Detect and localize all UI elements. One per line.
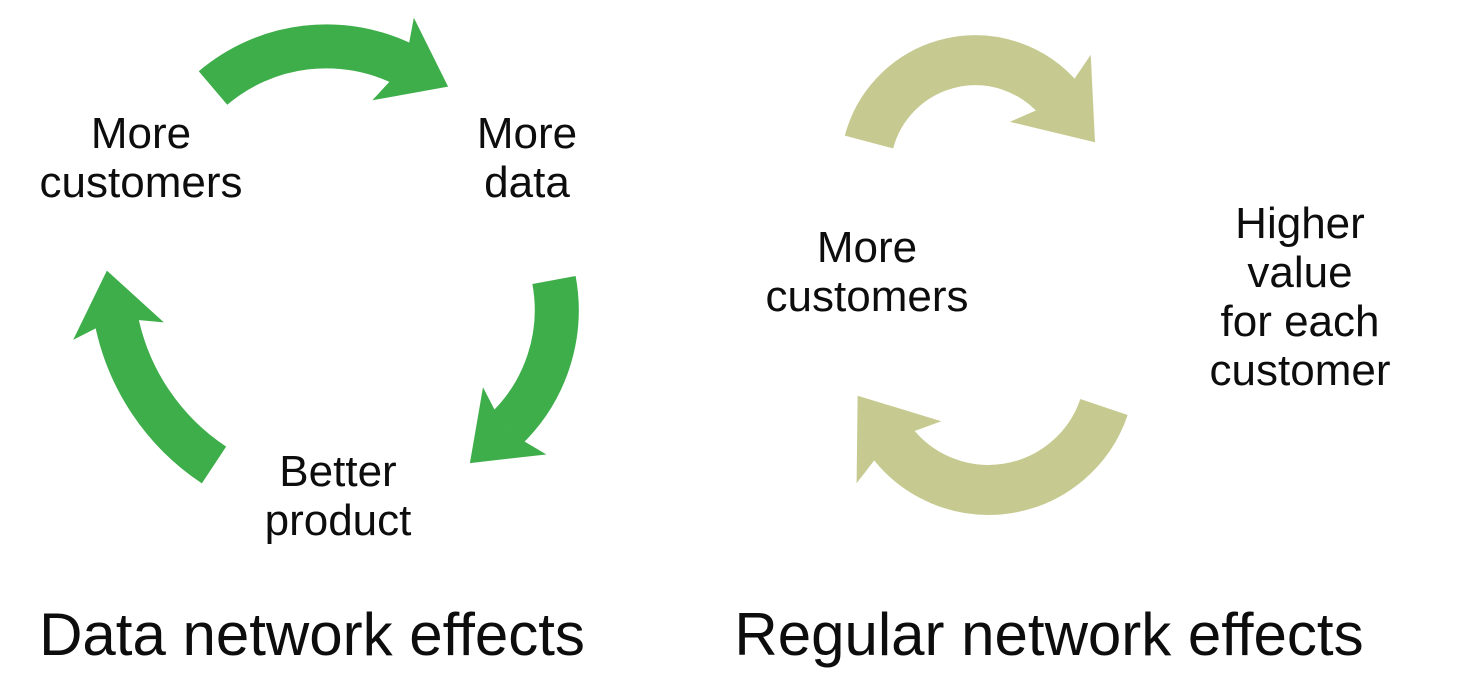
right-diagram-title: Regular network effects: [734, 601, 1364, 668]
left-diagram-title: Data network effects: [39, 601, 585, 668]
node-better-product: Better product: [264, 447, 412, 545]
arrow-more-data-to-better-product: [469, 276, 579, 464]
node-higher-value: Higher value for each customer: [1209, 199, 1391, 395]
arrow-more-customers-to-higher-value: [844, 35, 1096, 150]
arrow-more-customers-to-more-data: [198, 17, 449, 106]
node-more-customers-right: More customers: [765, 223, 969, 321]
node-more-customers-left: More customers: [39, 109, 243, 207]
node-more-data: More data: [476, 109, 578, 207]
arrow-higher-value-to-more-customers: [856, 395, 1128, 515]
arrow-better-product-to-more-customers: [73, 270, 227, 484]
